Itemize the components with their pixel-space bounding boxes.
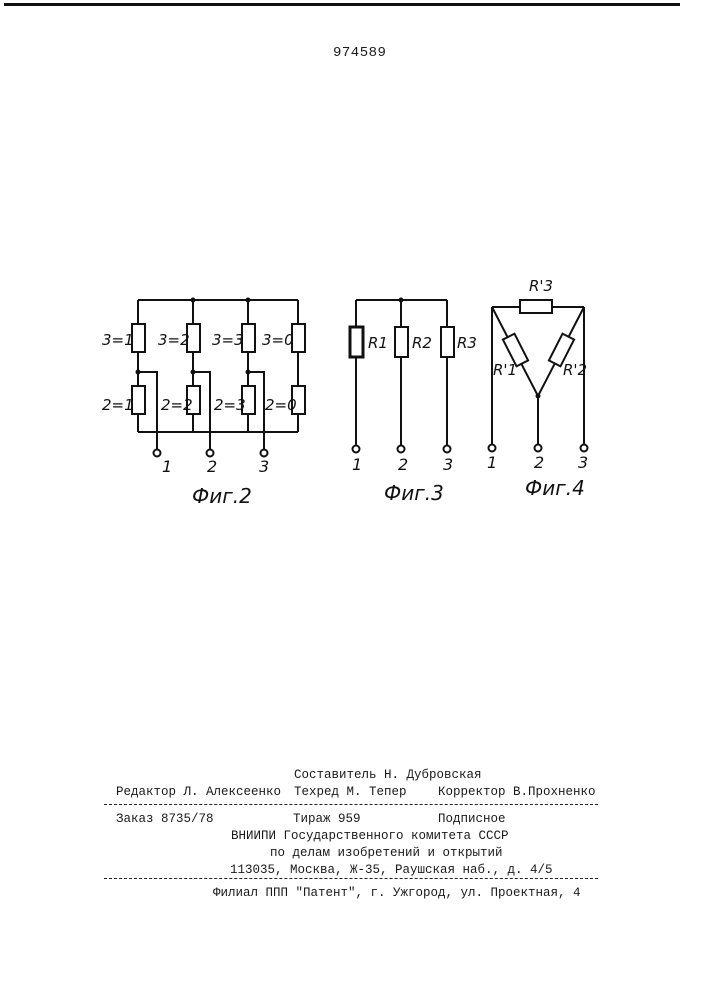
imprint-divider-2 — [104, 878, 598, 879]
fig4-terminal-1 — [489, 445, 496, 452]
fig2-lower-label-1: 2=1 — [102, 396, 134, 414]
fig3-resistor-r3 — [441, 327, 454, 357]
fig2-terminal-2 — [207, 450, 214, 457]
imprint-order: Заказ 8735/78 — [116, 812, 214, 826]
imprint-subscription: Подписное — [438, 812, 506, 826]
fig3-terminal-2 — [398, 446, 405, 453]
fig2-terminal-1 — [154, 450, 161, 457]
imprint-editor: Редактор Л. Алексеенко — [116, 785, 281, 799]
imprint-divider-1 — [104, 804, 598, 805]
fig2-terminal-label-2: 2 — [207, 457, 217, 476]
fig3-label-r2: R2 — [412, 334, 432, 352]
fig2-upper-label-4: 3=0 — [262, 331, 294, 349]
figure-4: R'3 R'1 R'2 1 2 3 Фиг.4 — [487, 277, 588, 500]
fig2-terminal-3 — [261, 450, 268, 457]
fig3-caption: Фиг.3 — [384, 481, 444, 505]
fig3-terminal-3 — [444, 446, 451, 453]
fig4-label-r1: R'1 — [493, 361, 517, 379]
imprint-techred: Техред М. Тепер — [294, 785, 407, 799]
fig2-junction — [136, 370, 141, 375]
fig2-resistor-upper-4 — [292, 324, 305, 352]
fig3-terminal-label-2: 2 — [398, 455, 408, 474]
fig2-caption: Фиг.2 — [192, 484, 252, 508]
fig4-terminal-label-2: 2 — [534, 453, 544, 472]
fig4-terminal-label-1: 1 — [487, 453, 497, 472]
fig3-junction — [399, 298, 404, 303]
fig2-terminal-label-3: 3 — [259, 457, 269, 476]
imprint-circulation: Тираж 959 — [293, 812, 361, 826]
fig2-resistor-upper-1 — [132, 324, 145, 352]
imprint-org-line1: ВНИИПИ Государственного комитета СССР — [231, 829, 509, 843]
fig4-terminal-3 — [581, 445, 588, 452]
fig3-label-r3: R3 — [457, 334, 477, 352]
figure-2: 3=1 3=2 3=3 3=0 2=1 2=2 2=3 2=0 1 2 3 Фи… — [102, 298, 305, 509]
fig2-upper-label-3: 3=3 — [212, 331, 244, 349]
fig2-upper-label-2: 3=2 — [158, 331, 190, 349]
fig4-junction — [536, 394, 541, 399]
fig4-label-r2: R'2 — [563, 361, 587, 379]
imprint-org-line2: по делам изобретений и открытий — [270, 846, 503, 860]
fig3-terminal-1 — [353, 446, 360, 453]
fig2-lower-label-4: 2=0 — [265, 396, 297, 414]
fig2-junction — [246, 370, 251, 375]
fig2-lower-label-2: 2=2 — [161, 396, 193, 414]
fig2-junction — [191, 370, 196, 375]
fig4-resistor-r3 — [520, 300, 552, 313]
fig4-terminal-label-3: 3 — [578, 453, 588, 472]
fig4-terminal-2 — [535, 445, 542, 452]
fig2-upper-label-1: 3=1 — [102, 331, 134, 349]
fig2-junction — [191, 298, 196, 303]
fig3-label-r1: R1 — [368, 334, 388, 352]
fig4-caption: Фиг.4 — [525, 476, 585, 500]
fig3-resistor-r1 — [350, 327, 363, 357]
fig2-resistor-lower-1 — [132, 386, 145, 414]
imprint-address: 113035, Москва, Ж-35, Раушская наб., д. … — [230, 863, 553, 877]
fig3-terminal-label-1: 1 — [352, 455, 362, 474]
figure-3: R1 R2 R3 1 2 3 Фиг.3 — [350, 298, 477, 506]
imprint-corrector: Корректор В.Прохненко — [438, 785, 596, 799]
fig3-terminal-label-3: 3 — [443, 455, 453, 474]
fig4-label-r3: R'3 — [529, 277, 553, 295]
fig2-resistor-upper-3 — [242, 324, 255, 352]
fig3-resistor-r2 — [395, 327, 408, 357]
fig2-lower-label-3: 2=3 — [214, 396, 246, 414]
imprint-compiler: Составитель Н. Дубровская — [294, 768, 482, 782]
fig2-terminal-label-1: 1 — [162, 457, 172, 476]
imprint-branch: Филиал ППП "Патент", г. Ужгород, ул. Про… — [213, 886, 581, 900]
fig2-junction — [246, 298, 251, 303]
